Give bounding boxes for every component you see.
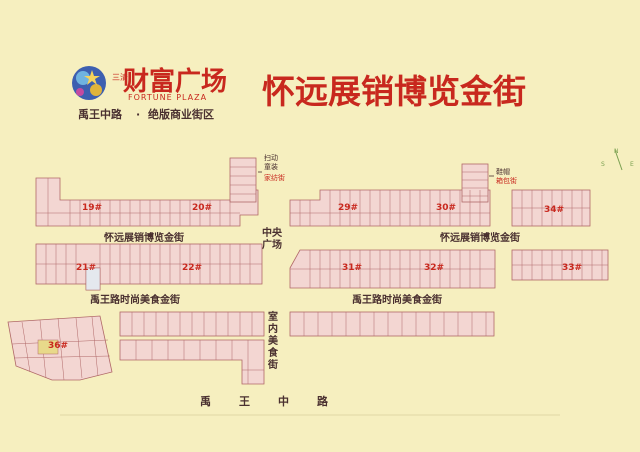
main-title: 怀远展销博览金街 <box>262 72 526 111</box>
compass: N S E <box>601 148 634 171</box>
street-label-south-right: 禹王路时尚美食金街 <box>352 293 442 306</box>
street-label-north-left: 怀远展销博览金街 <box>104 231 184 244</box>
compass-north: N <box>614 148 619 155</box>
building-29: 29# <box>338 203 358 213</box>
tagline-separator: · <box>136 108 140 121</box>
building-22: 22# <box>182 263 202 273</box>
building-31: 31# <box>342 263 362 273</box>
street-labels: 怀远展销博览金街 怀远展销博览金街 禹王路时尚美食金街 禹王路时尚美食金街 <box>90 231 520 306</box>
star-icon <box>84 70 100 85</box>
building-34: 34# <box>544 205 564 215</box>
special-shops <box>37 267 101 355</box>
block-tower-left <box>229 157 257 203</box>
central-plaza-label: 中央 广场 <box>262 226 285 251</box>
block-south-right <box>289 311 495 337</box>
building-33: 33# <box>562 263 582 273</box>
logo <box>72 66 106 100</box>
building-20: 20# <box>192 203 212 213</box>
compass-east: E <box>630 161 634 168</box>
bags-street-label: 箱包街 <box>496 176 517 185</box>
block-36 <box>7 315 113 381</box>
compass-arrow-icon <box>614 149 623 171</box>
building-30: 30# <box>436 203 456 213</box>
building-36: 36# <box>48 341 68 351</box>
building-19: 19# <box>82 203 102 213</box>
building-32: 32# <box>424 263 444 273</box>
logo-title: 财富广场 <box>123 66 227 97</box>
block-tower-right <box>461 163 489 203</box>
kids-clothing-note: 扫动童装 <box>264 153 278 171</box>
shoes-hats-note: 鞋帽 <box>496 167 510 176</box>
indoor-food-street-label: 室内美食街 <box>267 310 279 371</box>
main-road-label: 禹王中路 <box>200 394 356 408</box>
shop-dividers <box>11 166 608 384</box>
building-numbers: 19# 20# 21# 22# 29# 30# 31# 32# 33# 34# … <box>48 203 582 351</box>
home-textile-street-label: 家纺街 <box>264 173 285 182</box>
building-21: 21# <box>76 263 96 273</box>
compass-south: S <box>601 161 605 168</box>
tagline-right: 绝版商业街区 <box>148 107 214 121</box>
logo-subtitle: FORTUNE PLAZA <box>128 93 207 102</box>
block-north-left <box>35 177 259 227</box>
block-indoor-food <box>119 339 265 385</box>
street-label-south-left: 禹王路时尚美食金街 <box>90 293 180 306</box>
logo-prefix: 三清 <box>112 72 128 82</box>
street-label-north-right: 怀远展销博览金街 <box>440 231 520 244</box>
tagline-left: 禹王中路 <box>78 107 123 121</box>
